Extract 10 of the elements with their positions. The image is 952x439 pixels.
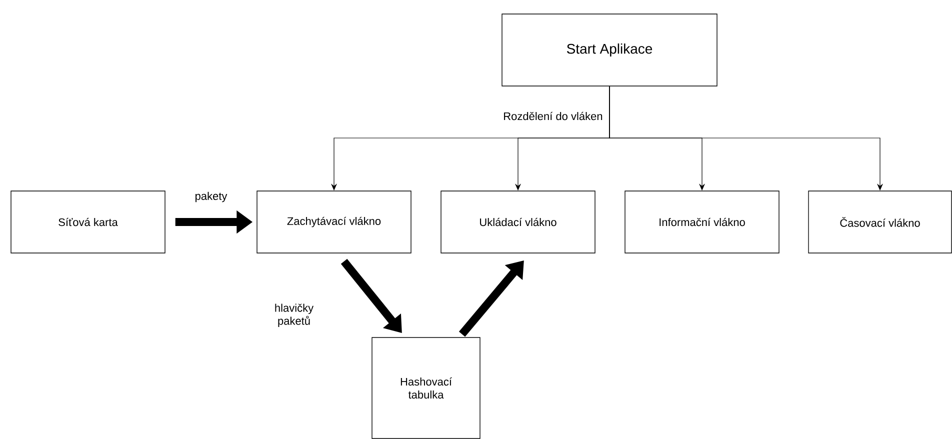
process-box: Síťová karta — [10, 190, 166, 254]
process-box: Zachytávací vlákno — [256, 190, 412, 254]
process-box: Časovací vlákno — [808, 190, 952, 254]
branch-caption: Rozdělení do vláken — [504, 112, 602, 120]
process-box: Ukládací vlákno — [440, 190, 596, 254]
edge-label: hlavičky paketů — [269, 302, 319, 328]
edge-label: pakety — [194, 190, 228, 204]
process-box: Informační vlákno — [624, 190, 780, 254]
process-box: Hashovací tabulka — [372, 337, 480, 439]
process-box: Start Aplikace — [502, 14, 718, 86]
